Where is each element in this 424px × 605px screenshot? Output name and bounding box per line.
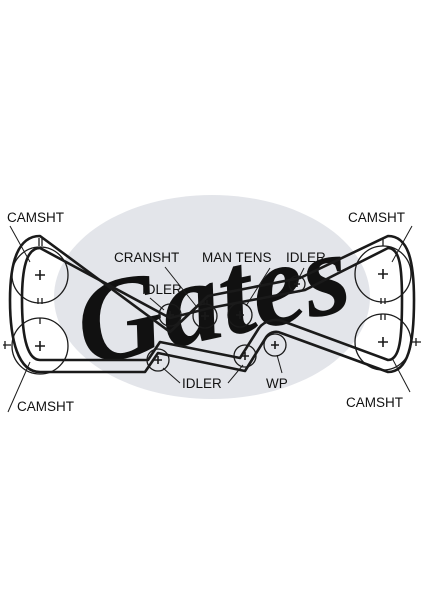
idler-pulley-bottom — [146, 348, 170, 372]
leader-camsht-top-left — [9, 225, 31, 263]
timing-belt — [8, 234, 416, 374]
camshaft-pulley-top-left — [11, 246, 69, 304]
center-mark — [378, 337, 388, 347]
label-idler-left: IDLER — [142, 282, 182, 297]
leader-idler-bottom — [162, 364, 244, 384]
belt-outer-edge — [8, 234, 416, 374]
timing-mark — [37, 298, 43, 304]
label-leaders — [7, 225, 413, 413]
leader-wp — [276, 354, 283, 374]
label-camsht-bottom-right: CAMSHT — [346, 395, 403, 410]
leader-idler-left — [149, 297, 165, 311]
timing-mark — [380, 314, 386, 320]
timing-mark — [38, 238, 43, 246]
component-labels: CAMSHT CAMSHT CRANSHT MAN TENS IDLER IDL… — [7, 210, 405, 414]
center-mark — [241, 352, 249, 360]
center-mark — [236, 311, 244, 319]
center-mark — [271, 341, 279, 349]
watermark-ellipse — [54, 195, 370, 399]
center-mark — [166, 311, 174, 319]
leader-camsht-bottom-left — [7, 361, 31, 413]
center-mark — [378, 269, 388, 279]
timing-marks — [3, 238, 421, 349]
center-mark — [294, 281, 300, 287]
leader-cranksht — [164, 266, 197, 307]
leader-camsht-bottom-right — [391, 357, 411, 393]
label-camsht-bottom-left: CAMSHT — [17, 399, 74, 414]
center-mark — [154, 356, 162, 364]
idler-pulley-top-right — [288, 275, 306, 293]
camshaft-pulley-bottom-right — [354, 313, 412, 371]
crankshaft-pulley — [192, 303, 218, 329]
pulley-center-marks — [35, 269, 388, 364]
center-mark — [35, 341, 45, 351]
water-pump-pulley — [263, 333, 287, 357]
label-camsht-top-right: CAMSHT — [348, 210, 405, 225]
label-cranksht: CRANSHT — [114, 250, 179, 265]
leader-idler-top-right — [297, 267, 305, 281]
label-idler-top-right: IDLER — [286, 250, 326, 265]
leader-camsht-top-right — [391, 225, 413, 263]
label-camsht-top-left: CAMSHT — [7, 210, 64, 225]
idler-pulley-mid — [233, 344, 257, 368]
leader-man-tens — [245, 267, 271, 307]
timing-mark — [380, 298, 386, 304]
idler-pulley-left — [158, 303, 182, 327]
gates-logo-watermark: Gates — [54, 195, 370, 399]
timing-mark — [3, 341, 11, 349]
center-mark — [201, 312, 209, 320]
center-mark — [35, 270, 45, 280]
label-man-tens: MAN TENS — [202, 250, 272, 265]
label-wp: WP — [266, 376, 288, 391]
tensioner-pulley — [227, 302, 253, 328]
label-idler-bottom: IDLER — [182, 376, 222, 391]
belt-inner-edge — [20, 246, 404, 362]
timing-mark — [412, 338, 421, 346]
timing-mark — [203, 300, 208, 305]
